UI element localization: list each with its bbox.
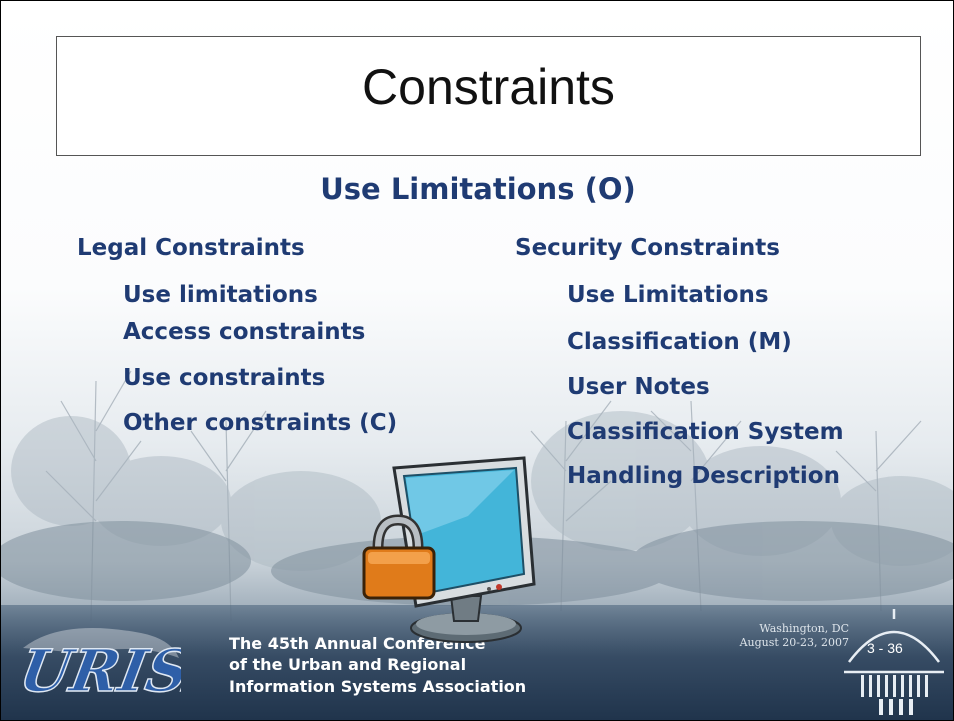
right-item-3: User Notes: [567, 374, 710, 400]
security-constraints-heading: Security Constraints: [515, 235, 780, 261]
left-item-3: Use constraints: [123, 365, 326, 391]
left-item-2: Access constraints: [123, 319, 366, 345]
left-item-1: Use limitations: [123, 282, 318, 308]
conference-line-2: of the Urban and Regional: [229, 655, 467, 674]
right-item-1: Use Limitations: [567, 282, 769, 308]
urisa-logo-icon: URISA: [21, 628, 181, 706]
capitol-dome-icon: [844, 609, 944, 715]
conference-line-3: Information Systems Association: [229, 677, 527, 696]
conference-line-1: The 45th Annual Conference: [229, 634, 486, 653]
right-item-4: Classification System: [567, 419, 844, 445]
page-number: 3 - 36: [867, 640, 903, 656]
monitor-lock-icon: [362, 456, 536, 643]
svg-text:URISA: URISA: [21, 636, 181, 704]
right-item-5: Handling Description: [567, 463, 840, 489]
title-box: Constraints: [56, 36, 921, 156]
left-item-4: Other constraints (C): [123, 410, 398, 436]
right-item-2: Classification (M): [567, 329, 792, 355]
location-text: Washington, DC: [759, 622, 849, 635]
legal-constraints-heading: Legal Constraints: [77, 235, 305, 261]
slide-subtitle: Use Limitations (O): [320, 172, 636, 206]
slide-title: Constraints: [362, 59, 615, 115]
dates-text: August 20-23, 2007: [739, 636, 849, 649]
